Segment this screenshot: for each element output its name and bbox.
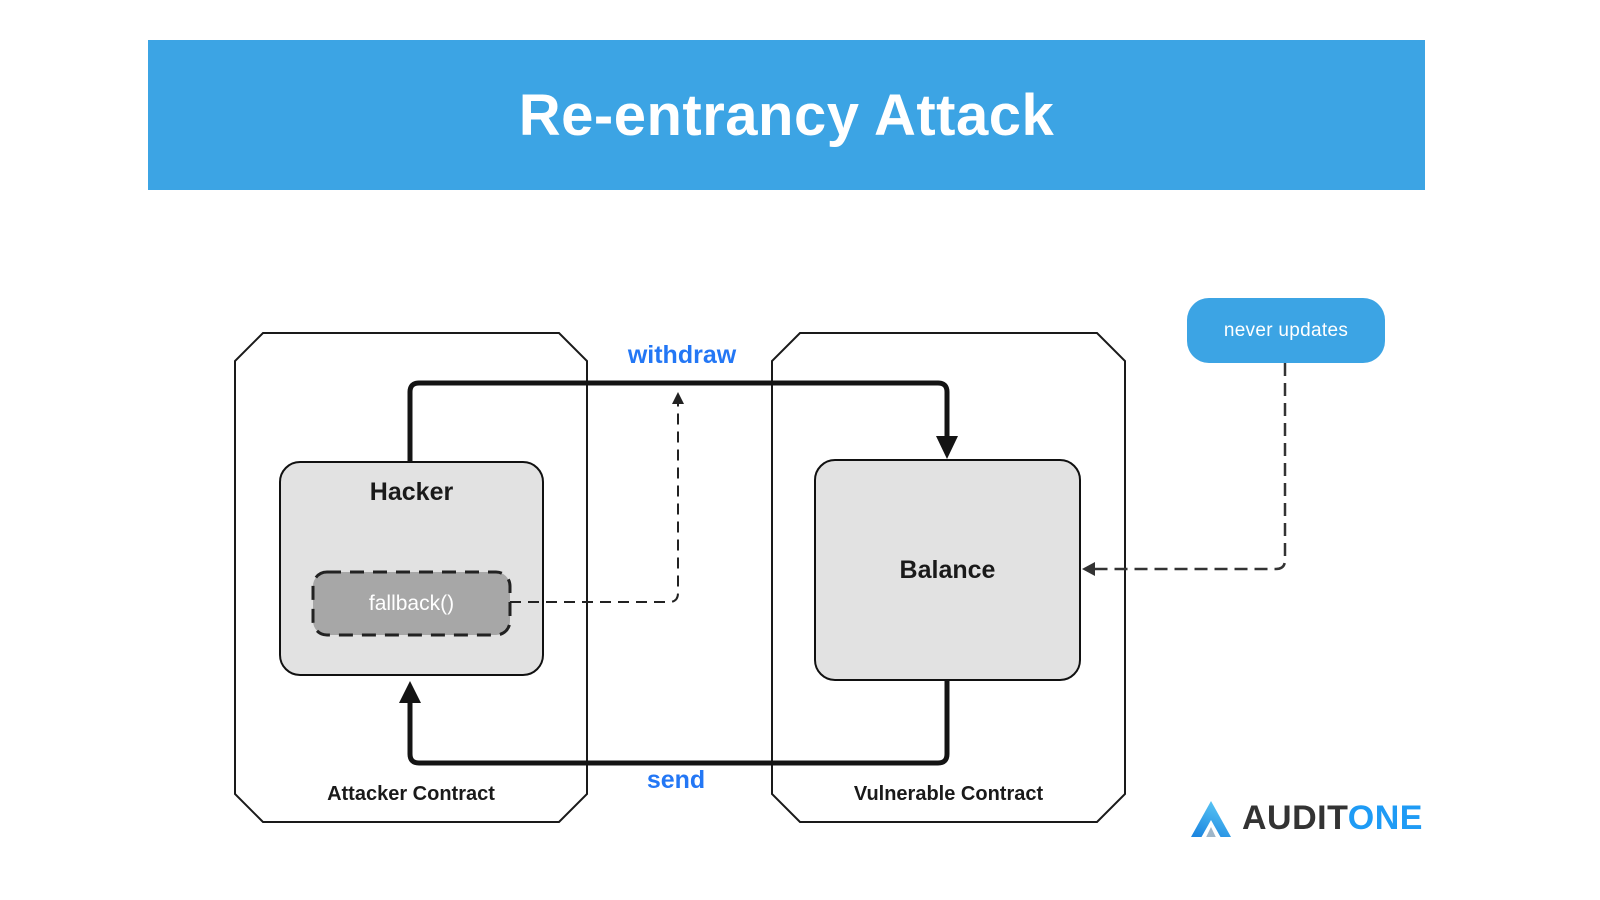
fallback-reentry-arrowhead-icon xyxy=(672,392,684,404)
auditone-logo-text: AUDITONE xyxy=(1242,799,1423,838)
attacker-contract-label: Attacker Contract xyxy=(327,783,495,805)
logo-text-audit: AUDIT xyxy=(1242,799,1348,837)
auditone-logo: AUDITONE xyxy=(1190,799,1423,838)
logo-text-one: ONE xyxy=(1347,799,1423,837)
send-arrowhead-icon xyxy=(399,681,421,703)
withdraw-arrowhead-icon xyxy=(936,436,958,459)
vulnerable-contract-label: Vulnerable Contract xyxy=(853,783,1044,805)
balance-node-label: Balance xyxy=(899,555,996,584)
never-updates-arrowhead-icon xyxy=(1082,562,1095,576)
withdraw-edge-label: withdraw xyxy=(627,341,737,369)
fallback-node xyxy=(311,570,512,637)
never-updates-label: never updates xyxy=(1223,319,1349,341)
auditone-triangle-icon xyxy=(1191,800,1231,837)
fallback-reentry-edge xyxy=(510,404,679,603)
hacker-node-label: Hacker xyxy=(369,478,454,506)
never-updates-edge xyxy=(1095,363,1287,571)
never-updates-node xyxy=(1187,298,1385,363)
send-edge xyxy=(407,680,950,766)
title-banner: Re-entrancy Attack xyxy=(148,40,1425,190)
page-title: Re-entrancy Attack xyxy=(518,82,1055,148)
send-edge-label: send xyxy=(646,766,706,794)
fallback-node-label: fallback() xyxy=(368,591,455,615)
withdraw-edge xyxy=(407,380,950,462)
